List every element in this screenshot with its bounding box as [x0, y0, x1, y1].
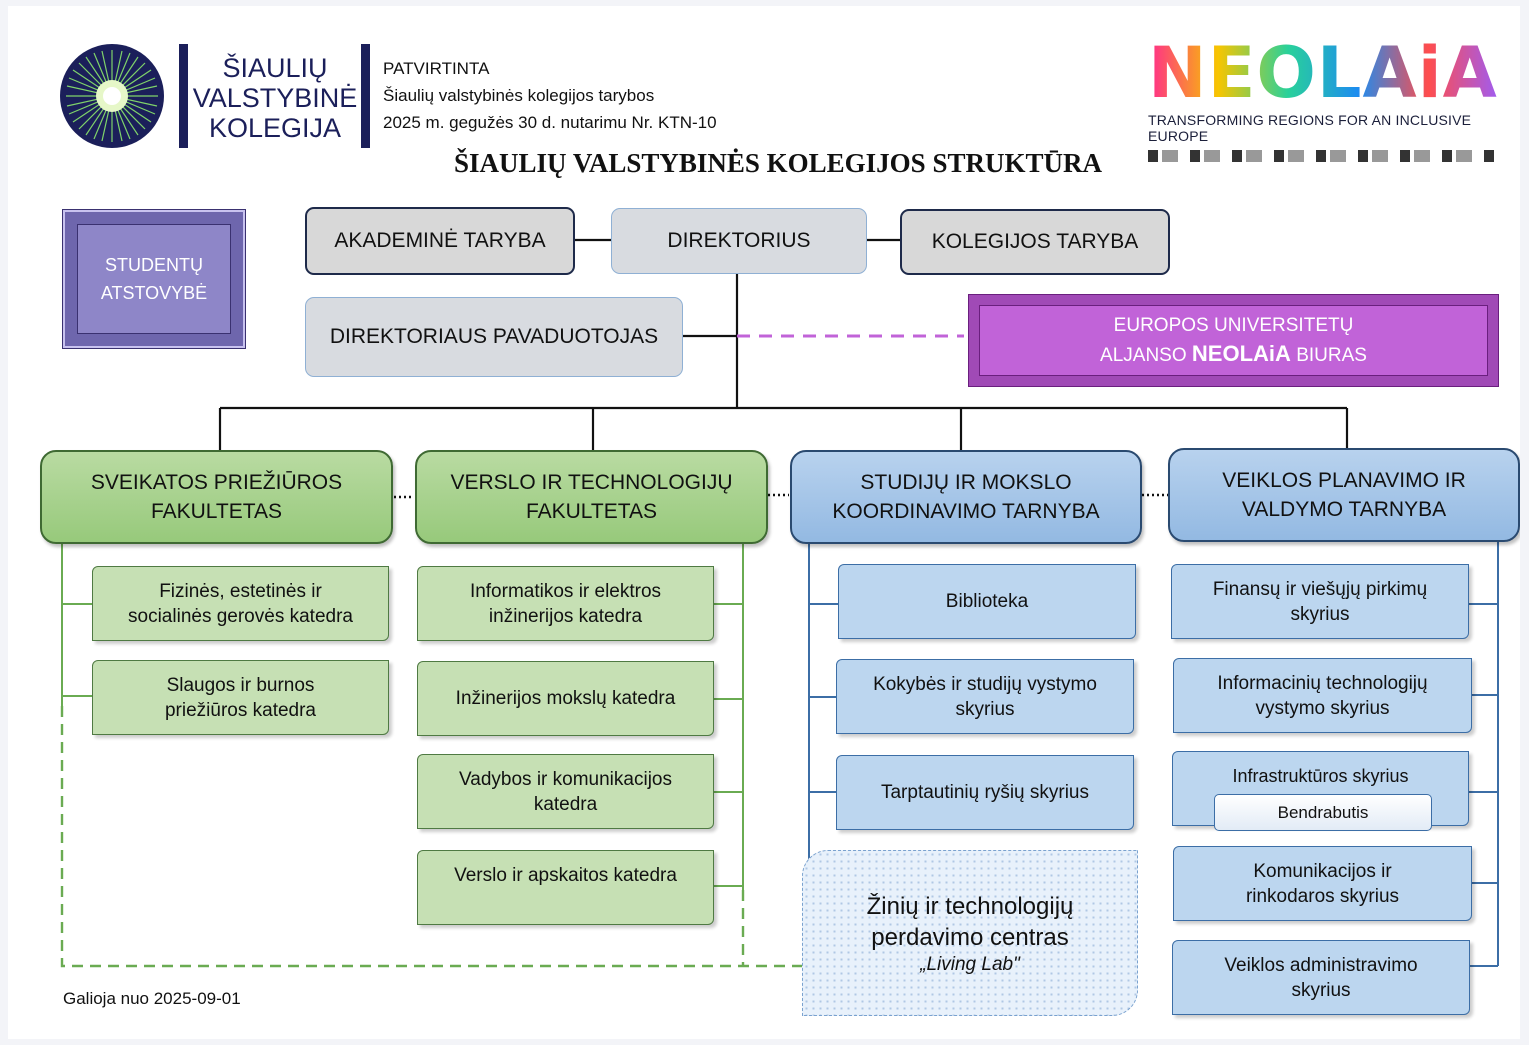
finance-procurement-box: Finansų ir viešųjų pirkimų skyrius	[1171, 564, 1469, 639]
academic-board-label: AKADEMINĖ TARYBA	[334, 229, 546, 252]
department-physical-aesthetic-box: Fizinės, estetinės ir socialinės gerovės…	[92, 566, 389, 641]
department-physical-aesthetic-line-1: Fizinės, estetinės ir	[159, 580, 322, 602]
neolaia-office-box: EUROPOS UNIVERSITETŲ ALJANSO NEOLAiA BIU…	[968, 294, 1499, 387]
valid-from-note: Galioja nuo 2025-09-01	[63, 989, 241, 1008]
deputy-director-label: DIREKTORIAUS PAVADUOTOJAS	[329, 325, 659, 348]
department-nursing-oral-box: Slaugos ir burnos priežiūros katedra	[92, 660, 389, 735]
department-nursing-oral-line-1: Slaugos ir burnos	[166, 674, 315, 696]
activity-administration-box: Veiklos administravimo skyrius	[1172, 940, 1470, 1015]
quality-development-line-1: Kokybės ir studijų vystymo	[873, 673, 1097, 695]
neolaia-wordmark: NEOLAiA	[1148, 36, 1508, 110]
department-management-box: Vadybos ir komunikacijos katedra	[417, 754, 714, 829]
college-logo-sun-icon	[60, 44, 164, 148]
finance-procurement-line-1: Finansų ir viešųjų pirkimų	[1212, 578, 1428, 600]
logo-line-2: VALSTYBINĖ	[192, 83, 358, 113]
communication-marketing-line-1: Komunikacijos ir	[1253, 860, 1392, 882]
health-faculty-line-2: FAKULTETAS	[150, 500, 283, 523]
neolaia-logo: NEOLAiA TRANSFORMING REGIONS FOR AN INCL…	[1148, 36, 1508, 162]
business-tech-faculty-box: VERSLO IR TECHNOLOGIJŲ FAKULTETAS	[415, 450, 768, 544]
neolaia-office-post: BIURAS	[1290, 344, 1367, 366]
director-box: DIREKTORIUS	[611, 208, 867, 274]
planning-management-line-2: VALDYMO TARNYBA	[1241, 498, 1447, 521]
department-informatics-line-2: inžinerijos katedra	[488, 605, 643, 627]
department-physical-aesthetic-line-2: socialinės gerovės katedra	[128, 605, 353, 627]
department-engineering-box: Inžinerijos mokslų katedra	[417, 661, 714, 736]
planning-management-service-box: VEIKLOS PLANAVIMO IR VALDYMO TARNYBA	[1168, 448, 1520, 542]
logo-bar-left	[179, 44, 188, 148]
department-business-accounting-box: Verslo ir apskaitos katedra	[417, 850, 714, 925]
college-board-box: KOLEGIJOS TARYBA	[900, 209, 1170, 275]
activity-administration-line-1: Veiklos administravimo	[1224, 954, 1418, 976]
neolaia-wordmark-text: NEOLAiA	[1148, 32, 1498, 114]
living-lab-line-3: „Living Lab"	[920, 953, 1020, 975]
study-research-line-1: STUDIJŲ IR MOKSLO	[860, 471, 1072, 494]
approval-body: Šiaulių valstybinės kolegijos tarybos	[383, 86, 655, 105]
logo-line-1: ŠIAULIŲ	[222, 53, 328, 83]
department-business-accounting-line-1: Verslo ir apskaitos katedra	[454, 865, 677, 886]
connector-lines	[60, 238, 1499, 968]
it-development-box: Informacinių technologijų vystymo skyriu…	[1173, 658, 1472, 733]
dormitory-box: Bendrabutis	[1214, 794, 1432, 831]
department-management-line-1: Vadybos ir komunikacijos	[459, 768, 672, 790]
org-chart-page: ŠIAULIŲ VALSTYBINĖ KOLEGIJA PATVIRTINTA …	[8, 6, 1520, 1039]
academic-board-box: AKADEMINĖ TARYBA	[305, 207, 575, 275]
quality-development-line-2: skyrius	[955, 698, 1015, 720]
student-body-line-2: ATSTOVYBĖ	[100, 283, 208, 303]
study-research-service-box: STUDIJŲ IR MOKSLO KOORDINAVIMO TARNYBA	[790, 450, 1142, 544]
neolaia-office-line-1: EUROPOS UNIVERSITETŲ	[1113, 314, 1354, 336]
department-informatics-line-1: Informatikos ir elektros	[469, 580, 662, 602]
it-development-line-1: Informacinių technologijų	[1217, 672, 1428, 694]
study-research-line-2: KOORDINAVIMO TARNYBA	[832, 500, 1100, 523]
student-body-line-1: STUDENTŲ	[105, 255, 203, 275]
living-lab-line-2: perdavimo centras	[871, 923, 1069, 951]
health-faculty-box: SVEIKATOS PRIEŽIŪROS FAKULTETAS	[40, 450, 393, 544]
planning-management-line-1: VEIKLOS PLANAVIMO IR	[1222, 469, 1466, 492]
department-engineering-line-1: Inžinerijos mokslų katedra	[455, 688, 676, 709]
department-nursing-oral-line-2: priežiūros katedra	[164, 699, 317, 721]
quality-development-box: Kokybės ir studijų vystymo skyrius	[836, 659, 1134, 734]
dormitory-label: Bendrabutis	[1277, 802, 1369, 822]
approval-decision: 2025 m. gegužės 30 d. nutarimu Nr. KTN-1…	[383, 113, 717, 132]
it-development-line-2: vystymo skyrius	[1255, 697, 1390, 719]
business-tech-faculty-line-2: FAKULTETAS	[525, 500, 658, 523]
library-box: Biblioteka	[838, 564, 1136, 639]
living-lab-line-1: Žinių ir technologijų	[866, 892, 1074, 920]
international-relations-box: Tarptautinių ryšių skyrius	[836, 755, 1134, 830]
department-management-line-2: katedra	[533, 793, 598, 815]
library-label: Biblioteka	[945, 591, 1029, 612]
international-relations-label: Tarptautinių ryšių skyrius	[880, 782, 1090, 803]
page-title: ŠIAULIŲ VALSTYBINĖS KOLEGIJOS STRUKTŪRA	[454, 148, 1102, 178]
activity-administration-line-2: skyrius	[1291, 979, 1351, 1001]
director-label: DIREKTORIUS	[667, 229, 811, 252]
infrastructure-label: Infrastruktūros skyrius	[1232, 766, 1409, 786]
deputy-director-box: DIREKTORIAUS PAVADUOTOJAS	[305, 297, 683, 377]
finance-procurement-line-2: skyrius	[1290, 603, 1350, 625]
college-board-label: KOLEGIJOS TARYBA	[931, 230, 1139, 253]
student-representation-box: STUDENTŲ ATSTOVYBĖ	[62, 209, 246, 349]
neolaia-office-pre: ALJANSO	[1100, 344, 1192, 366]
approval-label: PATVIRTINTA	[383, 59, 490, 78]
college-logo: ŠIAULIŲ VALSTYBINĖ KOLEGIJA	[58, 42, 370, 152]
communication-marketing-line-2: rinkodaros skyrius	[1245, 885, 1400, 907]
business-tech-faculty-line-1: VERSLO IR TECHNOLOGIJŲ	[450, 471, 733, 494]
partner-logos-strip	[1148, 150, 1498, 162]
health-faculty-line-1: SVEIKATOS PRIEŽIŪROS	[90, 471, 343, 494]
logo-bar-right	[361, 44, 370, 148]
logo-line-3: KOLEGIJA	[208, 113, 342, 143]
department-informatics-box: Informatikos ir elektros inžinerijos kat…	[417, 566, 714, 641]
neolaia-tagline: TRANSFORMING REGIONS FOR AN INCLUSIVE EU…	[1148, 112, 1472, 144]
communication-marketing-box: Komunikacijos ir rinkodaros skyrius	[1173, 846, 1472, 921]
living-lab-box: Žinių ir technologijų perdavimo centras …	[802, 850, 1138, 1016]
neolaia-office-bold: NEOLAiA	[1191, 340, 1291, 366]
neolaia-office-line-2: ALJANSO NEOLAiA BIURAS	[1100, 340, 1367, 370]
